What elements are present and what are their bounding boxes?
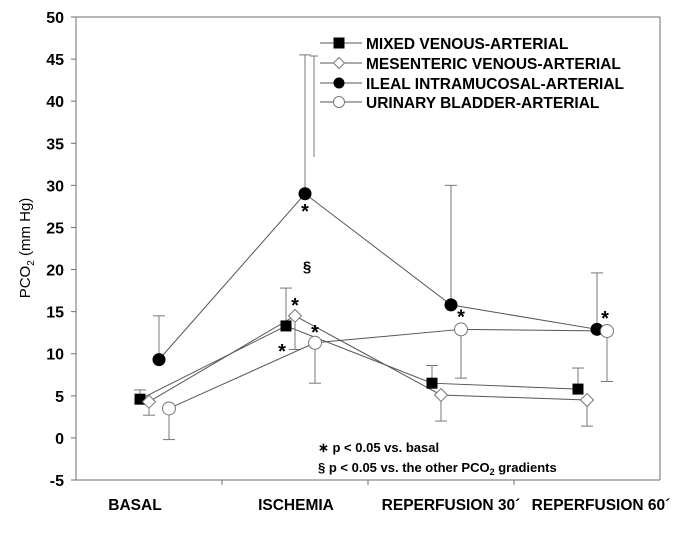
y-tick-label: 20 [46,263,64,280]
filled-circle-marker [298,187,312,201]
open-circle-marker [308,335,322,350]
series-2-markers [152,187,604,367]
series-line [139,325,579,400]
legend-item: ILEAL INTRAMUCOSAL-ARTERIAL [320,76,624,93]
footnote-gradients: § p < 0.05 vs. the other PCO2 gradients [318,460,557,477]
open-circle-marker [600,323,614,338]
open-circle-marker [454,322,468,337]
series-3-lines [163,328,613,441]
y-tick-label: 25 [46,220,64,237]
y-axis-label: PCO2 (mm Hg) [17,198,37,299]
significance-asterisk: * [457,306,465,328]
y-tick-label: 15 [46,305,64,322]
open-circle-marker [162,401,176,416]
x-axis: BASAL ISCHEMIA REPERFUSION 30´ REPERFUSION … [76,479,671,514]
y-tick-label: 10 [46,347,64,364]
series-0-lines [134,287,584,400]
data-series [134,54,614,441]
legend-label: MIXED VENOUS-ARTERIAL [366,36,568,53]
open-circle-marker [333,96,345,108]
filled-square-marker [134,393,146,405]
x-tick-label: REPERFUSION 30´ [382,497,521,514]
legend-label: ILEAL INTRAMUCOSAL-ARTERIAL [366,76,624,93]
open-diamond-marker [433,387,449,403]
significance-asterisk: * [291,295,299,317]
x-tick-label: REPERFUSION 60´ [532,497,671,514]
significance-asterisk: * [278,341,286,363]
significance-asterisk: * [601,308,609,330]
significance-asterisk: * [301,201,309,223]
plot-frame [76,16,661,480]
legend: MIXED VENOUS-ARTERIAL MESENTERIC VENOUS-A… [310,36,624,157]
series-3-markers [162,322,614,416]
series-1-markers [141,308,595,409]
filled-square-marker [333,37,345,49]
series-2-lines [153,54,603,360]
filled-circle-marker [444,298,458,312]
significance-asterisk: * [311,322,319,344]
legend-item: MESENTERIC VENOUS-ARTERIAL [320,56,621,73]
open-diamond-marker [332,56,346,70]
series-0-markers [134,320,584,405]
legend-label: MESENTERIC VENOUS-ARTERIAL [366,56,621,73]
y-tick-label: 40 [46,94,64,111]
legend-label: URINARY BLADDER-ARTERIAL [366,95,599,112]
open-diamond-marker [579,392,595,408]
filled-square-marker [426,377,438,389]
filled-square-marker [572,383,584,395]
y-tick-label: 30 [46,178,64,195]
x-tick-label: BASAL [108,497,161,514]
y-tick-label: 50 [46,10,64,27]
annotations: * * * * * * § [278,201,609,363]
y-axis: -5 0 5 10 15 20 25 30 35 40 45 50 [46,10,77,490]
y-tick-label: 35 [46,136,64,153]
open-diamond-marker [287,308,303,324]
y-tick-label: 5 [55,389,64,406]
x-tick-label: ISCHEMIA [258,497,334,514]
y-tick-label: 0 [55,431,64,448]
footnotes: ∗ p < 0.05 vs. basal § p < 0.05 vs. the o… [318,440,557,477]
y-tick-label: 45 [46,52,64,69]
series-1-lines [143,315,593,427]
legend-item: MIXED VENOUS-ARTERIAL [320,36,568,53]
y-tick-label: -5 [50,473,64,490]
open-diamond-marker [141,394,157,409]
footnote-basal: ∗ p < 0.05 vs. basal [318,440,439,455]
series-line [148,315,588,403]
legend-item: URINARY BLADDER-ARTERIAL [320,95,599,112]
series-line [158,193,598,360]
filled-circle-marker [333,77,345,89]
series-line [168,328,608,409]
section-sign-annotation: § [303,258,311,275]
filled-square-marker [280,320,292,332]
filled-circle-marker [152,353,166,367]
